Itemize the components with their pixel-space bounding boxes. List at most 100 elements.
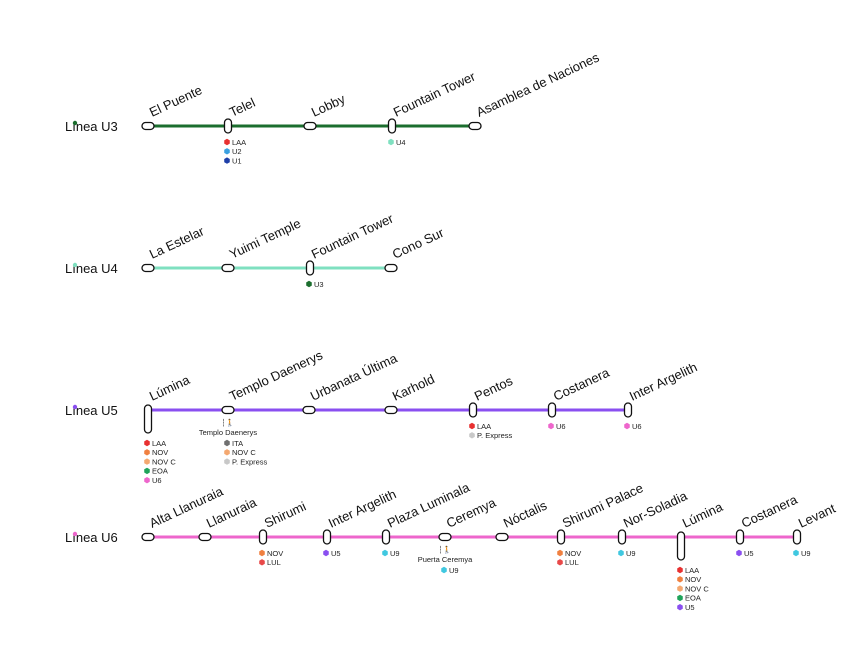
station-name[interactable]: Costanera [551, 364, 612, 403]
connection-list: U9 [793, 549, 811, 558]
station-cono-sur[interactable]: Cono Sur [384, 225, 447, 273]
station-marker[interactable] [221, 405, 235, 415]
station-marker[interactable] [792, 529, 802, 545]
connection-eoa: EOA [677, 594, 701, 603]
station-name[interactable]: Telel [227, 95, 258, 120]
station-marker[interactable] [384, 263, 398, 273]
station-marker[interactable] [676, 531, 686, 561]
station-marker[interactable] [141, 263, 155, 273]
station-name[interactable]: Inter Argelith [627, 359, 699, 403]
connection-label: NOV C [685, 584, 709, 593]
station-name[interactable]: Fountain Tower [309, 210, 396, 261]
connection-label: U5 [744, 549, 754, 558]
station-marker[interactable] [303, 121, 317, 131]
connection-label: P. Express [232, 457, 268, 466]
station-name[interactable]: La Estelar [147, 223, 207, 262]
connection-lul: LUL [557, 558, 579, 567]
connection-hex-icon [677, 585, 683, 592]
line-color-dot [72, 120, 78, 126]
station-marker[interactable] [495, 532, 509, 542]
station-marker[interactable] [258, 529, 268, 545]
station-marker[interactable] [223, 118, 233, 134]
walking-transfer-icon: ┆🚶 [439, 545, 452, 554]
station-el-puente[interactable]: El Puente [141, 82, 204, 131]
station-asamblea-de-naciones[interactable]: Asamblea de Naciones [468, 49, 602, 131]
connection-label: NOV [267, 549, 283, 558]
station-marker[interactable] [221, 263, 235, 273]
station-name[interactable]: Karhold [390, 371, 437, 404]
connection-list: U5 [323, 549, 341, 558]
station-marker[interactable] [198, 532, 212, 542]
connection-hex-icon [144, 467, 150, 475]
station-marker[interactable] [617, 529, 627, 545]
station-name[interactable]: Cono Sur [390, 225, 447, 262]
connection-list: U6 [624, 422, 642, 431]
connection-eoa: EOA [144, 467, 168, 476]
connection-label: LAA [152, 439, 166, 448]
transfer-station-name: Templo Daenerys [199, 428, 258, 437]
station-marker[interactable] [141, 532, 155, 542]
connection-label: EOA [685, 594, 701, 603]
station-marker[interactable] [322, 529, 332, 545]
station-name[interactable]: Levant [796, 500, 838, 530]
station-marker[interactable] [623, 402, 633, 418]
station-marker[interactable] [547, 402, 557, 418]
station-marker[interactable] [384, 405, 398, 415]
station-name[interactable]: Fountain Tower [391, 68, 478, 119]
station-marker[interactable] [735, 529, 745, 545]
connection-hex-icon [736, 549, 742, 557]
station-name[interactable]: Lobby [309, 91, 348, 120]
connection-hex-icon [224, 138, 230, 146]
connection-hex-icon [224, 148, 230, 155]
station-marker[interactable] [387, 118, 397, 134]
station-name[interactable]: El Puente [147, 82, 204, 119]
station-name[interactable]: Nóctalis [501, 497, 550, 530]
connection-hex-icon [323, 549, 329, 557]
station-marker[interactable] [302, 405, 316, 415]
line-color-dot [72, 404, 78, 410]
station-marker[interactable] [438, 532, 452, 542]
station-name[interactable]: Shirumi [262, 498, 308, 530]
station-marker[interactable] [381, 529, 391, 545]
station-marker[interactable] [468, 402, 478, 418]
connection-hex-icon [793, 549, 799, 557]
station-la-estelar[interactable]: La Estelar [141, 223, 207, 273]
station-marker[interactable] [468, 121, 482, 131]
station-name[interactable]: Yuimi Temple [227, 216, 303, 262]
connection-label: NOV [565, 549, 581, 558]
station-name[interactable]: Lúmina [680, 499, 726, 531]
station-lobby[interactable]: Lobby [303, 91, 348, 131]
connection-u9: U9 [441, 566, 459, 575]
station-name[interactable]: Costanera [739, 491, 800, 530]
station-marker[interactable] [305, 260, 315, 276]
station-marker[interactable] [141, 121, 155, 131]
station-marker[interactable] [556, 529, 566, 545]
station-marker[interactable] [143, 404, 153, 434]
connection-u2: U2 [224, 147, 242, 156]
station-noctalis[interactable]: Nóctalis [495, 497, 550, 542]
connection-label: U9 [390, 549, 400, 558]
station-karhold[interactable]: Karhold [384, 371, 437, 415]
station-name[interactable]: Lúmina [147, 372, 193, 404]
connection-u5: U5 [677, 603, 695, 612]
connection-label: U9 [449, 566, 459, 575]
station-name[interactable]: Pentos [472, 373, 515, 404]
connection-list: U9 [618, 549, 636, 558]
station-yuimi-temple[interactable]: Yuimi Temple [221, 216, 303, 273]
station-name[interactable]: Asamblea de Naciones [474, 49, 602, 119]
connection-u3: U3 [306, 280, 324, 289]
